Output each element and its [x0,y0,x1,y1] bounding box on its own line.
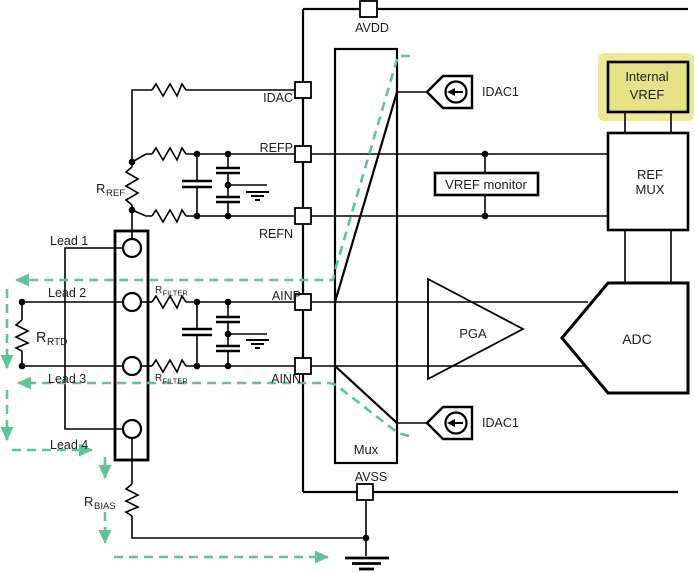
svg-text:RTD: RTD [47,337,67,348]
capacitor-ain-diff [182,302,212,366]
lead3-label: Lead 3 [48,372,86,386]
resistor-r-ref [124,166,140,206]
resistor-r-filter-top [151,294,187,310]
resistor-r-rtd [14,319,30,352]
mux-block [333,47,399,465]
svg-text:BIAS: BIAS [94,501,116,512]
lead2-label: Lead 2 [48,286,86,300]
idac1-top-label: IDAC1 [482,85,519,99]
internal-vref-label-line1: Internal [625,69,668,84]
svg-text:R: R [96,181,105,196]
svg-text:REF: REF [106,188,125,199]
resistor-refp [151,146,187,162]
ainn-pin-label: AINN [271,372,301,386]
internal-vref-block [598,53,694,121]
svg-text:R: R [36,330,46,346]
external-network [14,82,608,571]
terminal-lead3 [121,355,143,377]
resistor-refn [151,208,187,224]
ainp-pin-label: AINP [272,289,301,303]
pin-ainn [294,357,312,375]
ground-icon-avss [345,556,389,571]
ref-mux-label-line2: MUX [636,182,665,197]
resistor-idac [151,82,187,98]
idac-pin-label: IDAC [263,91,293,105]
svg-text:FILTER: FILTER [163,377,189,386]
refp-pin-label: REFP [260,141,293,155]
idac1-bottom-label: IDAC1 [482,416,519,430]
adc-block [560,281,690,395]
refn-pin-label: REFN [259,227,293,241]
r-filter-bottom-label: R FILTER [155,373,188,386]
ref-mux-label-line1: REF [637,167,663,182]
mux-route-bottom [334,365,398,424]
avss-pin-label: AVSS [355,470,387,484]
current-path-top [15,54,410,287]
idac-wire [131,89,152,162]
mux-label: Mux [354,442,379,457]
lead4-label: Lead 4 [50,438,88,452]
capacitor-ain-cm [216,302,267,366]
pin-refp [294,145,312,163]
adc-label: ADC [622,331,652,347]
pin-ainp [294,293,312,311]
svg-text:R: R [155,285,162,296]
current-source-icon [425,74,474,110]
pin-avss [356,483,374,501]
current-flow-overlay [0,54,410,564]
ref-mux-block [606,131,690,232]
rtd-connector [113,229,150,462]
lead1-label: Lead 1 [50,234,88,248]
terminal-lead2 [121,291,143,313]
r-bias-label: R BIAS [84,494,116,512]
terminal-lead1 [121,237,143,259]
lead1-lead4-wire [64,247,123,430]
terminal-lead4 [121,418,143,440]
resistor-r-bias [124,483,140,517]
ground-icon-ain [246,339,269,349]
r-filter-top-label: R FILTER [155,285,188,298]
current-source-icon [425,405,474,441]
avdd-pin-label: AVDD [355,21,389,35]
pga-label: PGA [459,326,487,341]
capacitor-ref-cm [216,154,267,216]
vref-monitor-block [433,171,540,197]
r-ref-label: R REF [96,181,125,199]
internal-vref-label-line2: VREF [630,87,665,102]
chip-pins [294,0,378,501]
mux-route-top [333,91,399,303]
resistor-r-filter-bottom [151,358,187,374]
svg-text:R: R [155,373,162,384]
r-rtd-label: R RTD [36,330,67,348]
pin-refn [294,207,312,225]
svg-text:FILTER: FILTER [163,289,189,298]
vref-monitor-label: VREF monitor [445,177,527,192]
pga-block [427,277,525,381]
capacitor-ref-diff [182,154,212,216]
junction-dots [18,150,489,542]
svg-text:R: R [84,494,93,509]
pin-idac [294,81,312,99]
current-path-bottom-mux [17,376,410,438]
ground-icon-ref [246,191,269,201]
pin-avdd [359,0,378,18]
